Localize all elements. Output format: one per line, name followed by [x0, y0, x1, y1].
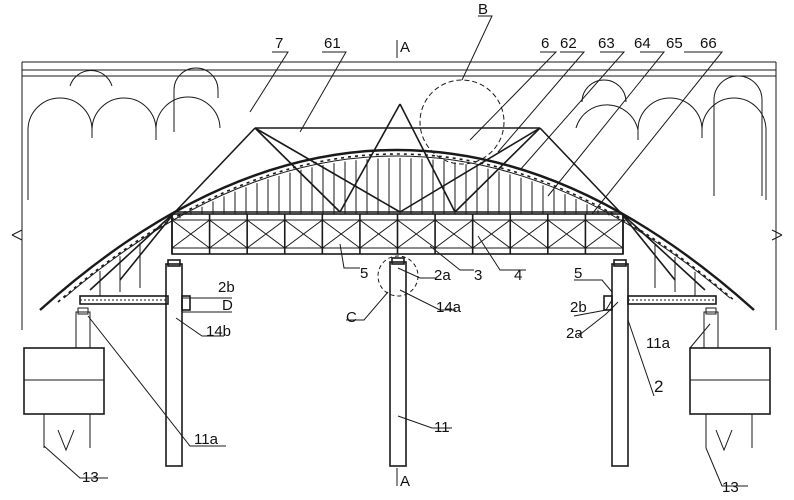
label-c: C — [346, 309, 357, 326]
lattice-diagonal — [397, 219, 436, 249]
label-14a: 14a — [436, 299, 462, 316]
column-left — [165, 259, 183, 467]
foundation-left — [23, 347, 105, 452]
label-d: D — [222, 297, 233, 314]
lattice-diagonal — [209, 219, 248, 249]
label-13-right: 13 — [722, 479, 739, 496]
label-63: 63 — [598, 35, 615, 52]
column-center — [389, 257, 407, 467]
label-3: 3 — [474, 267, 482, 284]
label-layer: 7 61 A B 6 62 63 64 65 66 2b D 14b 5 2a … — [82, 1, 739, 496]
left-platform — [79, 295, 191, 311]
lattice-diagonal — [585, 219, 624, 249]
column-right — [611, 259, 629, 467]
support-left — [75, 307, 91, 349]
label-61: 61 — [324, 35, 341, 52]
label-14b: 14b — [206, 323, 231, 340]
lattice-diagonal — [472, 219, 511, 249]
lattice-diagonal — [246, 219, 286, 249]
label-4: 4 — [514, 267, 522, 284]
lattice-beam — [171, 213, 624, 255]
lattice-diagonal — [509, 219, 549, 249]
detail-circle-c — [377, 255, 419, 297]
label-a-bottom: A — [400, 473, 410, 490]
label-6: 6 — [541, 35, 549, 52]
label-2a-mid: 2a — [434, 267, 451, 284]
lattice-diagonal — [284, 219, 323, 249]
label-2b-right: 2b — [570, 299, 587, 316]
label-5-mid: 5 — [360, 265, 368, 282]
label-7: 7 — [275, 35, 283, 52]
label-5-right: 5 — [574, 265, 582, 282]
label-66: 66 — [700, 35, 717, 52]
label-65: 65 — [666, 35, 683, 52]
right-platform — [603, 295, 717, 311]
label-62: 62 — [560, 35, 577, 52]
background-viaduct — [11, 61, 783, 330]
label-11a-right: 11a — [646, 335, 671, 352]
lattice-diagonal — [547, 219, 586, 249]
label-13-left: 13 — [82, 469, 99, 486]
label-11: 11 — [434, 419, 450, 436]
lattice-diagonal — [434, 219, 473, 249]
label-2b-left: 2b — [218, 279, 235, 296]
label-2a-right: 2a — [566, 325, 583, 342]
detail-circle-b — [419, 79, 505, 165]
foundation-right — [689, 347, 771, 452]
label-11a-left: 11a — [194, 431, 219, 448]
lattice-diagonal — [322, 219, 361, 249]
label-b: B — [478, 1, 488, 18]
lattice-diagonal — [171, 219, 210, 249]
label-64: 64 — [634, 35, 651, 52]
label-a-top: A — [400, 39, 410, 56]
label-2: 2 — [654, 377, 663, 396]
leader-lines — [43, 15, 748, 487]
lattice-diagonal — [359, 219, 398, 249]
